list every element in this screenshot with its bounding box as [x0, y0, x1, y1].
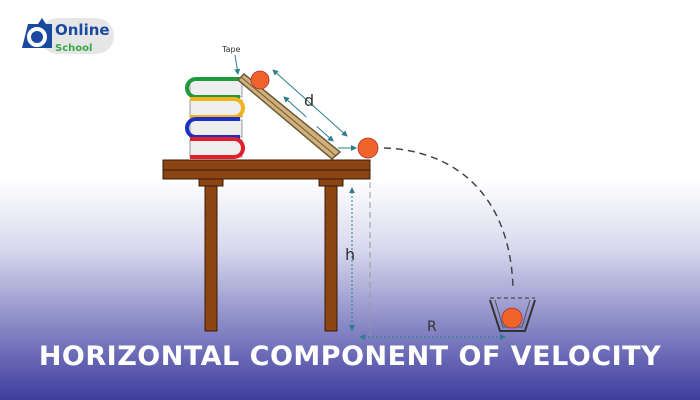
ball-edge [357, 137, 379, 159]
trajectory [383, 147, 514, 289]
cup [489, 297, 536, 332]
ball-top [250, 70, 270, 90]
book-stack [185, 77, 245, 159]
logo-text-bottom: School [55, 43, 92, 54]
logo: Online School [22, 18, 114, 54]
tape-label: Tape [221, 45, 241, 54]
height-label: h [345, 245, 355, 264]
logo-text-top: Online [55, 21, 110, 39]
table [162, 159, 371, 332]
distance-label: d [304, 91, 314, 110]
ball-cup [501, 307, 523, 329]
page-title: HORIZONTAL COMPONENT OF VELOCITY [38, 341, 662, 372]
range-label: R [427, 319, 437, 335]
